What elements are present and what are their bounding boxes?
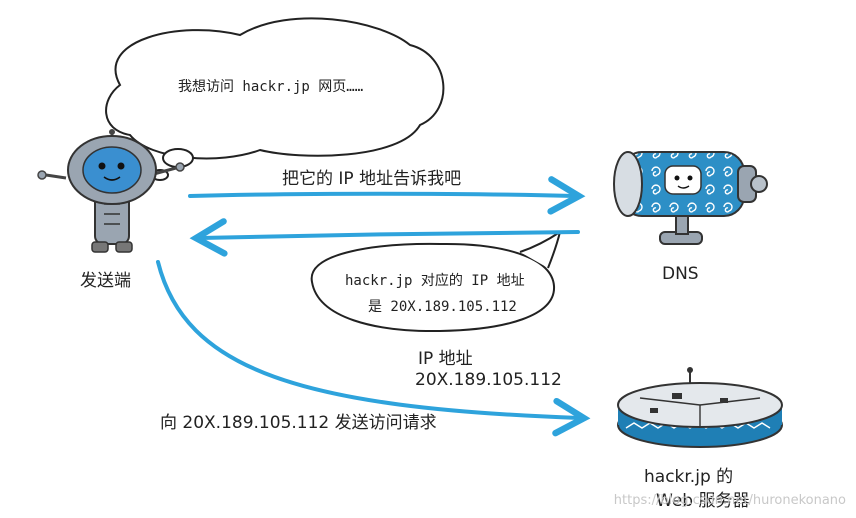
answer-bubble-line1: hackr.jp 对应的 IP 地址 <box>345 273 525 289</box>
question-thought-bubble <box>105 17 445 181</box>
dns-server-icon <box>613 151 768 245</box>
watermark-text: https://blog.csdn.net/huronekonano <box>613 493 846 508</box>
question-bubble-text: 我想访问 hackr.jp 网页…… <box>178 79 364 95</box>
server-label-line1: hackr.jp 的 <box>644 467 734 487</box>
answer-bubble-line2: 是 20X.189.105.112 <box>368 299 517 315</box>
sender-robot-icon <box>37 129 185 253</box>
server-label-line2: Web 服务器 <box>656 491 750 511</box>
ip-label-line1: IP 地址 <box>418 349 473 369</box>
web-server-icon <box>617 367 783 448</box>
arrow-dns-to-sender <box>189 218 580 257</box>
dns-label: DNS <box>662 264 699 284</box>
ask-dns-label: 把它的 IP 地址告诉我吧 <box>282 169 462 189</box>
ip-label-line2: 20X.189.105.112 <box>415 370 562 390</box>
sender-label: 发送端 <box>80 271 131 291</box>
arrow-sender-to-server <box>156 260 591 437</box>
request-label: 向 20X.189.105.112 发送访问请求 <box>160 413 437 433</box>
arrow-sender-to-dns <box>188 176 586 215</box>
